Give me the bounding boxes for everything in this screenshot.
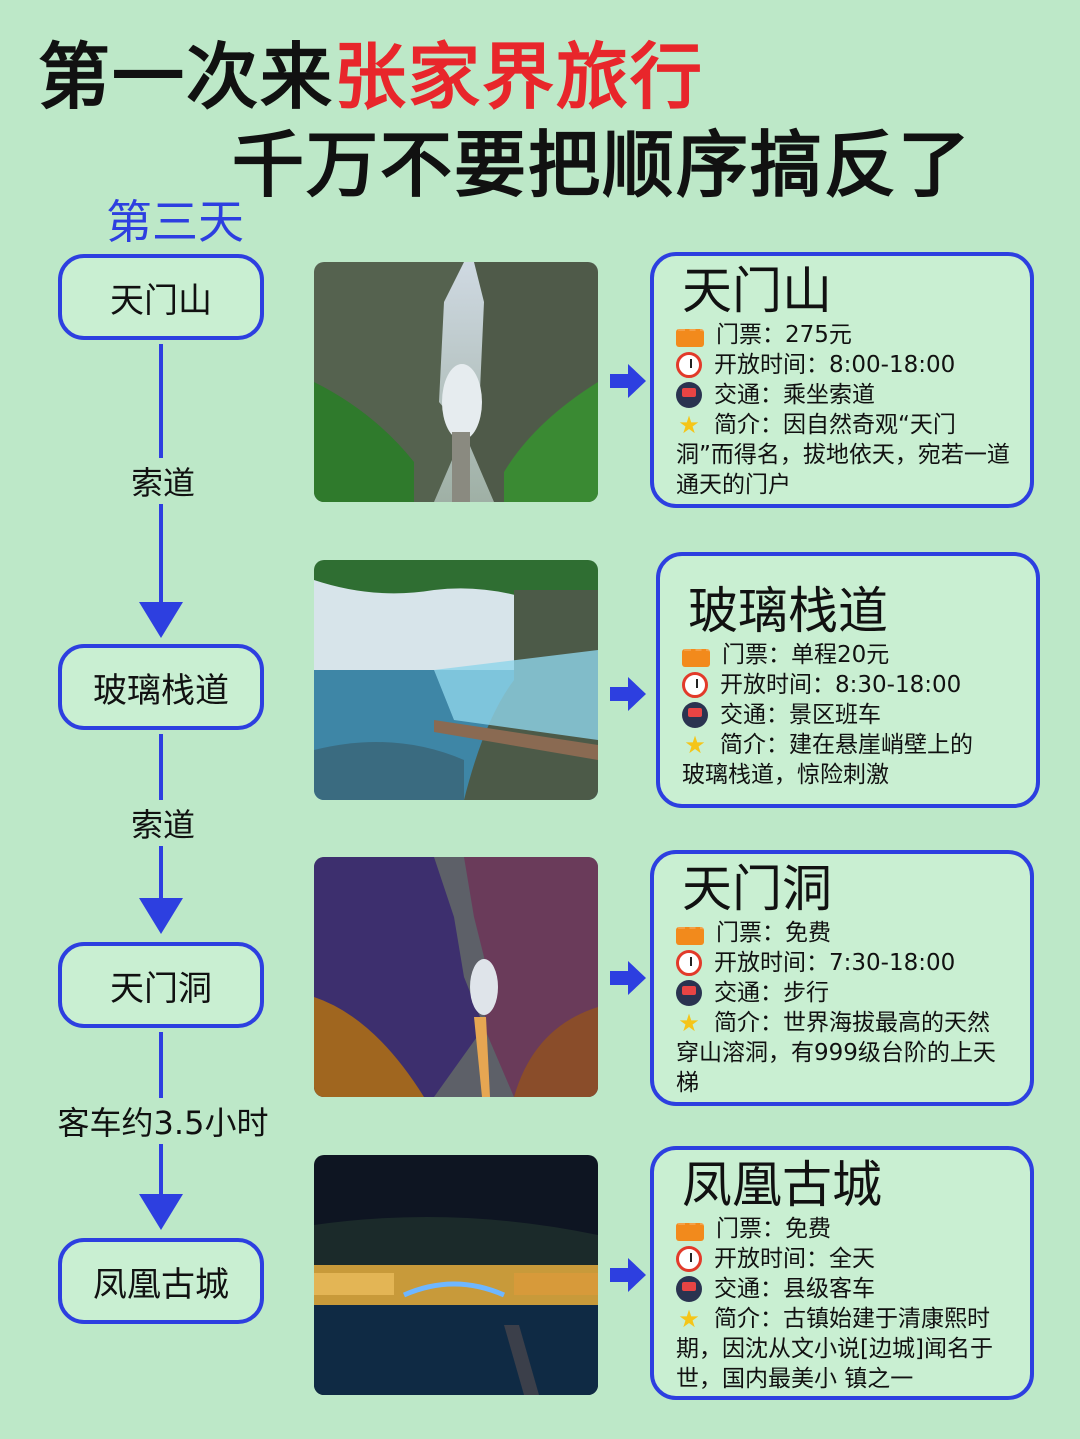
ticket-icon bbox=[682, 648, 710, 667]
transport-row: 交通：县级客车 bbox=[676, 1274, 1014, 1304]
ticket-text: 门票：275元 bbox=[716, 322, 852, 348]
ticket-text: 门票：单程20元 bbox=[722, 642, 890, 668]
intro-row: ★ 简介：古镇始建于清康熙时 bbox=[676, 1304, 1014, 1334]
train-icon bbox=[676, 382, 702, 408]
card-title: 凤凰古城 bbox=[682, 1156, 882, 1214]
day-label: 第三天 bbox=[106, 195, 244, 249]
intro-text: 简介：古镇始建于清康熙时 bbox=[714, 1306, 990, 1332]
alarm-clock-icon bbox=[676, 950, 702, 976]
arrow-right-icon bbox=[610, 961, 646, 995]
hours-text: 开放时间：8:30-18:00 bbox=[720, 672, 962, 698]
transport-row: 交通：乘坐索道 bbox=[676, 380, 1014, 410]
ticket-text: 门票：免费 bbox=[716, 920, 831, 946]
ticket-row: 门票：275元 bbox=[676, 320, 1014, 350]
route-node-tianmenshan: 天门山 bbox=[58, 254, 264, 340]
ticket-row: 门票：免费 bbox=[676, 1214, 1014, 1244]
alarm-clock-icon bbox=[676, 1246, 702, 1272]
ticket-row: 门票：免费 bbox=[676, 918, 1014, 948]
arrow-right-icon bbox=[610, 677, 646, 711]
hours-row: 开放时间：8:30-18:00 bbox=[682, 670, 1020, 700]
card-title: 天门山 bbox=[682, 262, 832, 320]
info-card-fenghuang: 凤凰古城 门票：免费 开放时间：全天 交通：县级客车 ★ 简介：古镇始建于清康熙时… bbox=[650, 1146, 1034, 1400]
ticket-text: 门票：免费 bbox=[716, 1216, 831, 1242]
intro-continued: 洞”而得名，拔地依天，宛若一道通天的门户 bbox=[676, 442, 1010, 498]
intro-row: ★ 简介：建在悬崖峭壁上的 bbox=[682, 730, 1020, 760]
arrow-right-icon bbox=[610, 1258, 646, 1292]
hours-row: 开放时间：全天 bbox=[676, 1244, 1014, 1274]
photo-tianmenshan bbox=[314, 262, 598, 502]
ticket-icon bbox=[676, 926, 704, 945]
route-node-glass-walkway: 玻璃栈道 bbox=[58, 644, 264, 730]
hours-text: 开放时间：7:30-18:00 bbox=[714, 950, 956, 976]
photo-fenghuang bbox=[314, 1155, 598, 1395]
star-icon: ★ bbox=[678, 1009, 700, 1037]
title-highlight: 张家界旅行 bbox=[334, 35, 705, 119]
intro-text: 简介：建在悬崖峭壁上的 bbox=[720, 732, 973, 758]
ticket-icon bbox=[676, 1222, 704, 1241]
alarm-clock-icon bbox=[676, 352, 702, 378]
hours-row: 开放时间：8:00-18:00 bbox=[676, 350, 1014, 380]
alarm-clock-icon bbox=[682, 672, 708, 698]
route-arrow-2 bbox=[139, 898, 183, 934]
intro-continued: 期，因沈从文小说[边城]闻名于世，国内最美小 镇之一 bbox=[676, 1336, 993, 1392]
star-icon: ★ bbox=[678, 411, 700, 439]
ticket-icon bbox=[676, 328, 704, 347]
route-arrow-1 bbox=[139, 602, 183, 638]
intro-continued: 穿山溶洞，有999级台阶的上天梯 bbox=[676, 1040, 996, 1096]
title-prefix: 第一次来 bbox=[38, 35, 335, 119]
route-node-fenghuang: 凤凰古城 bbox=[58, 1238, 264, 1324]
hours-text: 开放时间：全天 bbox=[714, 1246, 875, 1272]
subtitle: 千万不要把顺序搞反了 bbox=[232, 123, 973, 207]
route-node-tianmen-cave: 天门洞 bbox=[58, 942, 264, 1028]
info-card-tianmen-cave: 天门洞 门票：免费 开放时间：7:30-18:00 交通：步行 ★ 简介：世界海拔… bbox=[650, 850, 1034, 1106]
star-icon: ★ bbox=[678, 1305, 700, 1333]
card-title: 天门洞 bbox=[682, 860, 832, 918]
transport-text: 交通：县级客车 bbox=[714, 1276, 875, 1302]
card-title: 玻璃栈道 bbox=[688, 582, 888, 640]
arrow-right-icon bbox=[610, 364, 646, 398]
train-icon bbox=[676, 1276, 702, 1302]
transport-text: 交通：景区班车 bbox=[720, 702, 881, 728]
photo-tianmen-cave bbox=[314, 857, 598, 1097]
transport-text: 交通：乘坐索道 bbox=[714, 382, 875, 408]
transport-text: 交通：步行 bbox=[714, 980, 829, 1006]
route-edge-1: 索道 bbox=[120, 458, 206, 504]
route-edge-3: 客车约3.5小时 bbox=[50, 1098, 276, 1144]
train-icon bbox=[682, 702, 708, 728]
info-card-tianmenshan: 天门山 门票：275元 开放时间：8:00-18:00 交通：乘坐索道 ★ 简介：… bbox=[650, 252, 1034, 508]
hours-text: 开放时间：8:00-18:00 bbox=[714, 352, 956, 378]
transport-row: 交通：步行 bbox=[676, 978, 1014, 1008]
photo-glass-walkway bbox=[314, 560, 598, 800]
intro-continued: 玻璃栈道，惊险刺激 bbox=[682, 762, 889, 788]
intro-row: ★ 简介：世界海拔最高的天然 bbox=[676, 1008, 1014, 1038]
ticket-row: 门票：单程20元 bbox=[682, 640, 1020, 670]
star-icon: ★ bbox=[684, 731, 706, 759]
train-icon bbox=[676, 980, 702, 1006]
hours-row: 开放时间：7:30-18:00 bbox=[676, 948, 1014, 978]
info-card-glass-walkway: 玻璃栈道 门票：单程20元 开放时间：8:30-18:00 交通：景区班车 ★ 简… bbox=[656, 552, 1040, 808]
intro-text: 简介：因自然奇观“天门 bbox=[714, 412, 956, 438]
route-edge-2: 索道 bbox=[120, 800, 206, 846]
intro-row: ★ 简介：因自然奇观“天门 bbox=[676, 410, 1014, 440]
route-arrow-3 bbox=[139, 1194, 183, 1230]
main-title: 第一次来张家界旅行 bbox=[38, 18, 704, 123]
intro-text: 简介：世界海拔最高的天然 bbox=[714, 1010, 990, 1036]
transport-row: 交通：景区班车 bbox=[682, 700, 1020, 730]
